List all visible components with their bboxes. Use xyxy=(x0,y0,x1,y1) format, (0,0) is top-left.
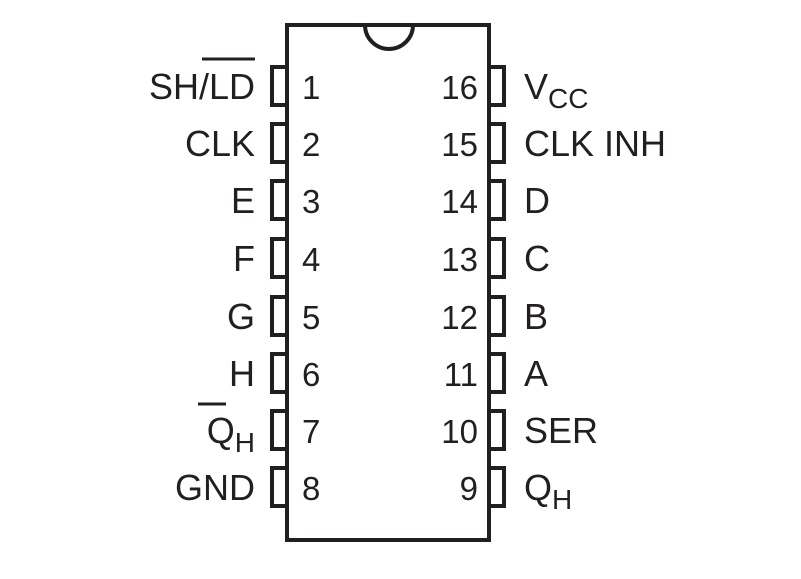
pin-16-number: 16 xyxy=(441,69,478,106)
pin-12: 12 B xyxy=(441,295,548,337)
pin-15: 15 CLK INH xyxy=(441,122,666,164)
pin-16: 16 VCC xyxy=(441,65,588,114)
pin-2: 2 CLK xyxy=(185,122,320,164)
pin-10-label: SER xyxy=(524,410,598,451)
pin-10-number: 10 xyxy=(441,413,478,450)
pin-6-lead xyxy=(270,352,289,394)
pin-13-label: C xyxy=(524,238,550,279)
pin-15-number: 15 xyxy=(441,126,478,163)
pin-16-lead xyxy=(487,65,506,107)
pin-9-label-text: Q xyxy=(524,467,552,508)
pin-5-label: G xyxy=(227,296,255,337)
pin-16-label-text: V xyxy=(524,66,548,107)
pin-7: 7 QH xyxy=(198,402,320,458)
pin-2-lead xyxy=(270,122,289,164)
pin-12-label: B xyxy=(524,296,548,337)
pin-3-number: 3 xyxy=(302,183,320,220)
pin-7-number: 7 xyxy=(302,413,320,450)
pin-9-label-subscript: H xyxy=(552,484,572,515)
pin-16-label-subscript: CC xyxy=(548,83,588,114)
pin-2-number: 2 xyxy=(302,126,320,163)
pin-9: 9 QH xyxy=(460,466,572,515)
pin-1-lead xyxy=(270,65,289,107)
pin-16-label: VCC xyxy=(524,66,588,114)
pin-4-lead xyxy=(270,237,289,279)
pin-11-label: A xyxy=(524,353,548,394)
pin-1: 1 SH/LD xyxy=(149,57,320,107)
pin-11: 11 A xyxy=(444,352,548,394)
pin-6: 6 H xyxy=(229,352,320,394)
pin-8-number: 8 xyxy=(302,470,320,507)
pin-12-lead xyxy=(487,295,506,337)
pin-9-lead xyxy=(487,466,506,508)
pin-13-lead xyxy=(487,237,506,279)
ic-package-body xyxy=(285,23,491,542)
pin-9-label: QH xyxy=(524,467,572,515)
pin-8-lead xyxy=(270,466,289,508)
pin-12-number: 12 xyxy=(441,299,478,336)
pin-6-label: H xyxy=(229,353,255,394)
pin-4-number: 4 xyxy=(302,241,320,278)
pin-5-lead xyxy=(270,295,289,337)
pin-3: 3 E xyxy=(231,179,320,221)
pin-2-label: CLK xyxy=(185,123,255,164)
pin-3-lead xyxy=(270,179,289,221)
pin-1-label: SH/LD xyxy=(149,66,255,107)
pin-13: 13 C xyxy=(441,237,550,279)
pin-13-number: 13 xyxy=(441,241,478,278)
pin-14-label: D xyxy=(524,180,550,221)
orientation-notch-icon xyxy=(363,24,415,51)
pin-8: 8 GND xyxy=(175,466,320,508)
pin-15-lead xyxy=(487,122,506,164)
pin-11-number: 11 xyxy=(444,356,478,393)
pin-14-lead xyxy=(487,179,506,221)
pin-1-label-text: SH/ xyxy=(149,66,209,107)
pin-5: 5 G xyxy=(227,295,320,337)
pin-11-lead xyxy=(487,352,506,394)
pin-5-number: 5 xyxy=(302,299,320,336)
pin-7-lead xyxy=(270,409,289,451)
pin-8-label: GND xyxy=(175,467,255,508)
pin-15-label: CLK INH xyxy=(524,123,666,164)
pin-7-label: QH xyxy=(207,410,255,458)
pin-1-number: 1 xyxy=(302,69,320,106)
pin-10-lead xyxy=(487,409,506,451)
pin-14-number: 14 xyxy=(441,183,478,220)
pin-1-label-overbar-text: LD xyxy=(209,66,255,107)
pin-7-label-overbar-text: Q xyxy=(207,410,235,451)
pin-9-number: 9 xyxy=(460,470,478,507)
pin-4-label: F xyxy=(233,238,255,279)
pin-3-label: E xyxy=(231,180,255,221)
pin-7-label-subscript: H xyxy=(235,427,255,458)
pin-10: 10 SER xyxy=(441,409,598,451)
pin-4: 4 F xyxy=(233,237,320,279)
pin-6-number: 6 xyxy=(302,356,320,393)
pin-14: 14 D xyxy=(441,179,550,221)
